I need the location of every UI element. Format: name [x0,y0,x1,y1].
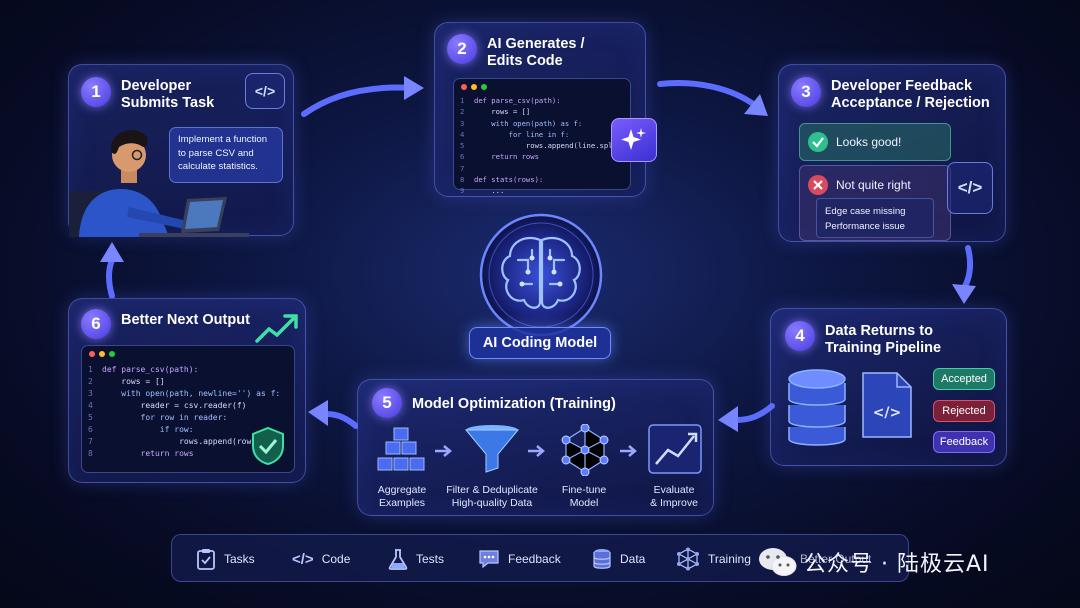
clipboard-check-icon [197,549,215,570]
tag-feedback: Feedback [933,431,995,453]
code-line: 4 for line in f: [460,129,570,139]
check-icon [808,132,828,152]
trend-up-icon [255,314,298,343]
code-line: 5 for row in reader: [88,413,228,422]
legend-better-output[interactable]: Better Output [800,552,872,566]
stage-arrow [528,445,545,457]
developer-illustration [69,129,249,237]
step-title: Model Optimization (Training) [412,396,616,412]
database-icon [593,549,611,569]
code-line: 3 with open(path) as f: [460,118,583,128]
step-number: 1 [81,77,111,107]
arrow-5-to-6 [308,400,358,429]
shield-check-icon [252,426,284,466]
code-line: 5 rows.append(line.split(',')) [460,141,648,151]
file-icon: </> [862,372,912,438]
database-icon [788,369,846,446]
step-number: 3 [791,77,821,107]
watermark: 公众号 · 陆极云AI [758,546,990,578]
arrow-1-to-2 [301,76,424,117]
code-line: 6 if row: [88,425,194,434]
cubes-icon [377,427,425,471]
filter-funnel-icon [464,425,520,473]
neural-network-icon [561,424,609,476]
sparkle-icon [611,118,657,162]
code-line: 8 return rows [88,449,194,458]
stage-evaluate: Evaluate& Improve [650,484,698,509]
step-5-card: 5 Model Optimization (Training) Aggregat… [357,379,714,516]
legend-tasks[interactable]: Tasks [196,535,255,583]
legend-data[interactable]: Data [592,535,645,583]
evaluate-chart-icon [648,424,702,474]
step-number: 5 [372,388,402,418]
stage-arrow [435,445,452,457]
wechat-logo-icon [759,548,797,576]
brain-icon [479,213,603,337]
ai-model-label: AI Coding Model [469,327,611,359]
step-number: 6 [81,309,111,339]
chat-bubble-icon [479,550,499,569]
flask-icon [388,549,408,570]
arrow-3-to-4 [952,245,976,304]
code-brackets-icon: </> [292,550,314,568]
accept-feedback: Looks good! [799,123,951,161]
stage-arrow [620,445,637,457]
code-line: 6 return rows [460,152,539,162]
code-line: 7 [460,163,465,173]
code-line: 2 rows = [] [88,377,165,386]
arrow-2-to-3 [657,79,768,116]
step-number: 2 [447,34,477,64]
code-line: 9 ... [460,186,505,196]
step-title: Better Next Output [121,312,250,328]
ai-core [466,210,616,360]
legend-code[interactable]: </> Code [292,550,351,568]
code-brackets-icon: </> [947,162,993,214]
code-line: 7 rows.append(row) [88,437,257,446]
svg-text:</>: </> [873,405,902,421]
legend-training[interactable]: Training [676,535,751,583]
code-line: 2 rows = [] [460,107,531,117]
legend-feedback[interactable]: Feedback [478,535,561,583]
step-title: AI Generates /Edits Code [487,36,585,69]
arrow-4-to-5 [718,403,775,432]
code-line: 4 reader = csv.reader(f) [88,401,247,410]
code-line: 3 with open(path, newline='') as f: [88,389,281,398]
x-icon [808,175,828,195]
tag-rejected: Rejected [933,400,995,422]
network-icon [677,547,699,571]
step-number: 4 [785,321,815,351]
legend-tests[interactable]: Tests [388,535,444,583]
code-brackets-icon: </> [245,73,285,109]
arrow-6-to-1 [100,242,124,298]
tag-accepted: Accepted [933,368,995,390]
